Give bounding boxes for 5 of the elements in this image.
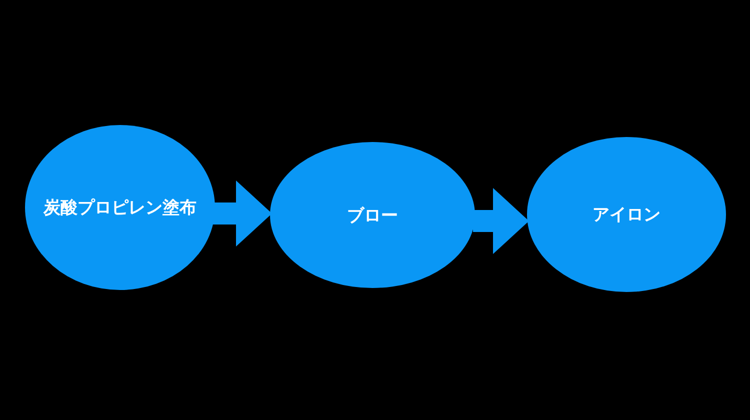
step-label: アイロン — [592, 204, 660, 226]
step-label: ブロー — [347, 204, 398, 226]
block-arrow — [473, 188, 529, 254]
block-arrow — [213, 180, 272, 246]
step-label: 炭酸プロピレン塗布 — [44, 197, 196, 219]
